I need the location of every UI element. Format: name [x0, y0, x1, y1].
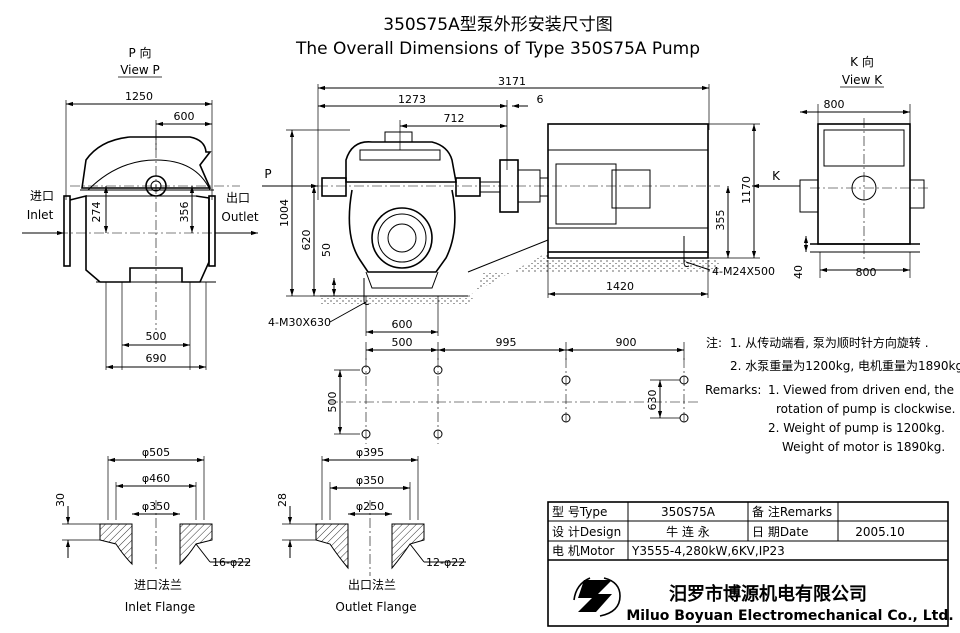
dim-6: 6 [537, 93, 544, 106]
view-marker-k: K [772, 169, 781, 183]
note-en-2b: Weight of motor is 1890kg. [782, 440, 945, 454]
tb-remarks-label: 备 注Remarks [752, 504, 832, 519]
dim-1004: 1004 [278, 199, 291, 227]
dim-p-500: 500 [146, 330, 167, 343]
outlet-flange-label-en: Outlet Flange [335, 600, 416, 614]
tb-type-value: 350S75A [661, 505, 716, 519]
note-en-1b: rotation of pump is clockwise. [776, 402, 955, 416]
inlet-flange-thickness: 30 [54, 493, 67, 507]
title-block: 型 号Type 350S75A 备 注Remarks 设 计Design 牛 连… [547, 501, 954, 627]
outlet-label-cn: 出口 [226, 191, 250, 205]
outlet-flange-d1: φ395 [356, 446, 384, 459]
dim-1273: 1273 [398, 93, 426, 106]
dim-f-630: 630 [646, 390, 659, 411]
dim-620: 620 [300, 230, 313, 251]
view-k-label-en: View K [842, 73, 883, 87]
company-name-cn: 汨罗市博源机电有限公司 [669, 583, 867, 605]
outlet-flange-d2: φ350 [356, 474, 384, 487]
tb-design-label: 设 计Design [552, 525, 621, 539]
drawing-title-en: The Overall Dimensions of Type 350S75A P… [295, 39, 700, 59]
tb-type-label: 型 号Type [552, 505, 607, 519]
note-cn-head: 注: [706, 335, 722, 350]
dim-50: 50 [320, 243, 333, 257]
view-p-label-en: View P [120, 63, 160, 77]
outlet-label-en: Outlet [221, 210, 258, 224]
tb-motor-value: Y3555-4,280kW,6KV,IP23 [631, 544, 785, 558]
tb-design-value: 牛 连 永 [666, 524, 710, 539]
dim-k-40: 40 [792, 265, 805, 279]
inlet-flange-d2: φ460 [142, 472, 170, 485]
inlet-label-cn: 进口 [30, 189, 54, 203]
dim-p-1250: 1250 [125, 90, 153, 103]
dim-f-500-vertical: 500 [326, 392, 339, 413]
dim-355: 355 [714, 210, 727, 231]
dim-p-356: 356 [178, 202, 191, 223]
view-k-drawing: 800 800 40 [792, 98, 930, 279]
outlet-flange-holes: 12-φ22 [426, 556, 465, 569]
dim-600-under-pump: 600 [392, 318, 413, 331]
dim-712: 712 [444, 112, 465, 125]
note-cn-2: 2. 水泵重量为1200kg, 电机重量为1890kg. [730, 359, 960, 373]
company-name-en: Miluo Boyuan Electromechanical Co., Ltd. [626, 608, 953, 624]
dim-f-900: 900 [616, 336, 637, 349]
dim-f-500: 500 [392, 336, 413, 349]
tb-date-label: 日 期Date [752, 525, 809, 539]
inlet-flange-d1: φ505 [142, 446, 170, 459]
drawing-title-cn: 350S75A型泵外形安装尺寸图 [383, 15, 613, 35]
outlet-flange-label-cn: 出口法兰 [348, 578, 396, 592]
dim-f-995: 995 [496, 336, 517, 349]
notes: 注: 1. 从传动端看, 泵为顺时针方向旋转 . 2. 水泵重量为1200kg,… [705, 335, 960, 454]
view-p-drawing: 1250 600 274 356 500 690 [40, 90, 240, 370]
view-k-label-cn: K 向 [850, 54, 874, 69]
dim-1170: 1170 [740, 176, 753, 204]
inlet-label-en: Inlet [27, 208, 54, 222]
outlet-flange-thickness: 28 [276, 493, 289, 507]
dim-k-800-top: 800 [824, 98, 845, 111]
foundation-plan: 500 995 900 500 630 [326, 336, 700, 444]
dim-p-690: 690 [146, 352, 167, 365]
dim-p-600: 600 [174, 110, 195, 123]
side-view-drawing: 3171 1273 6 712 [268, 75, 775, 336]
dim-1420: 1420 [606, 280, 634, 293]
note-en-2a: 2. Weight of pump is 1200kg. [768, 421, 945, 435]
inlet-flange-label-en: Inlet Flange [125, 600, 196, 614]
note-en-head: Remarks: [705, 383, 761, 397]
view-p-label-cn: P 向 [128, 45, 151, 60]
dim-p-274: 274 [90, 202, 103, 223]
note-cn-1: 1. 从传动端看, 泵为顺时针方向旋转 . [730, 335, 929, 350]
dim-k-800-bottom: 800 [856, 266, 877, 279]
dim-3171: 3171 [498, 75, 526, 88]
tb-motor-label: 电 机Motor [552, 544, 615, 558]
inlet-flange-label-cn: 进口法兰 [134, 578, 182, 592]
note-en-1a: 1. Viewed from driven end, the [768, 383, 954, 397]
tb-date-value: 2005.10 [855, 525, 905, 539]
bolt-motor-label: 4-M24X500 [712, 265, 775, 278]
inlet-flange-holes: 16-φ22 [212, 556, 251, 569]
inlet-flange-drawing: φ505 φ460 φ350 30 16-φ22 [54, 446, 251, 572]
company-logo [573, 577, 621, 617]
outlet-flange-drawing: φ395 φ350 φ250 28 12-φ22 [276, 446, 466, 576]
bolt-pump-label: 4-M30X630 [268, 316, 331, 329]
view-marker-p: P [264, 167, 271, 181]
